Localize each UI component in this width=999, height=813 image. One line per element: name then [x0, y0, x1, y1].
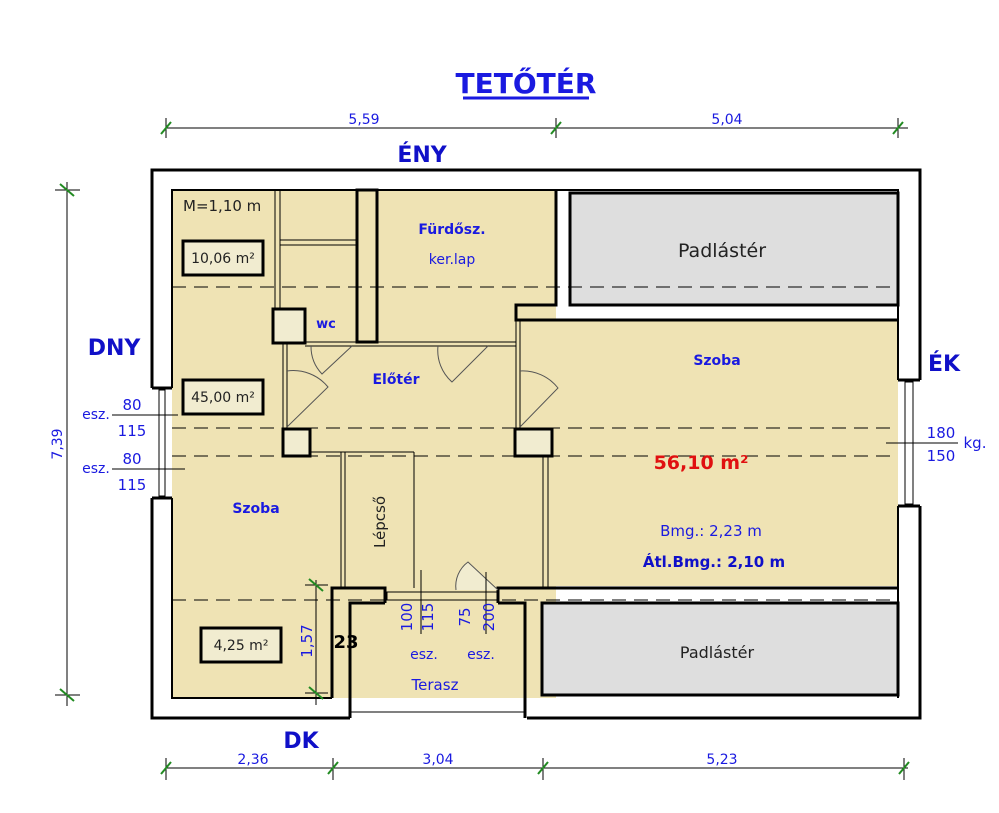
dimension-ticks — [59, 121, 910, 775]
terrace-door-height: 200 — [480, 603, 498, 632]
slope-lines — [172, 286, 898, 601]
dim-left: 7,39 — [50, 428, 66, 459]
terrace-door-label: esz. — [467, 647, 495, 663]
door-terrace — [455, 561, 499, 591]
column-hall-left — [281, 427, 312, 458]
area-boxes — [181, 239, 283, 664]
room-right: Szoba — [693, 353, 740, 369]
wall-left-bottom — [150, 498, 350, 720]
interior-walls — [271, 188, 898, 718]
window-west-1-label: esz. — [82, 407, 110, 423]
page-title: TETŐTÉR — [456, 66, 597, 100]
dim-bottom-3: 5,23 — [706, 752, 737, 768]
ceiling-height: Bmg.: 2,23 m — [660, 522, 762, 540]
column-wc — [271, 307, 307, 345]
orientation-south-west: DNY — [88, 336, 142, 361]
doors — [286, 345, 559, 591]
wall-top — [150, 168, 922, 388]
room-terrace: Terasz — [411, 676, 459, 694]
door-bath — [437, 345, 489, 383]
column-hall-right — [513, 427, 554, 458]
wall-right-bottom — [527, 506, 922, 720]
door-right-room — [519, 370, 559, 428]
window-east-label: kg. — [964, 434, 987, 452]
total-area: 56,10 m² — [654, 452, 749, 474]
room-stairs: Lépcső — [371, 496, 389, 548]
window-west — [158, 389, 166, 497]
window-west-2-height: 115 — [118, 476, 147, 494]
inner-wall-left — [171, 498, 332, 699]
window-east-width: 180 — [927, 424, 956, 442]
room-hall: Előtér — [372, 372, 419, 388]
room-bathroom: Fürdősz. — [418, 222, 485, 238]
dim-bottom-2: 3,04 — [422, 752, 453, 768]
orientation-north-west: ÉNY — [397, 142, 447, 168]
room-attic-top: Padlástér — [678, 240, 766, 262]
inner-wall-top — [171, 189, 899, 388]
window-west-1-width: 80 — [122, 396, 141, 414]
area-label-3: 4,25 m² — [214, 638, 269, 654]
avg-ceiling-height: Átl.Bmg.: 2,10 m — [643, 552, 785, 571]
dim-bottom-1: 2,36 — [237, 752, 268, 768]
orientation-north-east: ÉK — [928, 351, 961, 377]
dim-top-1: 5,59 — [348, 112, 379, 128]
room-bathroom-floor: ker.lap — [429, 252, 476, 268]
window-west-2-label: esz. — [82, 461, 110, 477]
outer-walls — [150, 168, 922, 720]
door-wc — [310, 345, 353, 375]
window-east-height: 150 — [927, 447, 956, 465]
east-room-fill — [520, 320, 898, 586]
room-attic-bottom: Padlástér — [680, 643, 755, 662]
orientation-south-east: DK — [283, 729, 319, 754]
room-wc: wc — [316, 317, 336, 332]
dim-top-2: 5,04 — [711, 112, 742, 128]
attic-top — [568, 191, 900, 307]
area-label-1: 10,06 m² — [191, 251, 255, 267]
chimney — [355, 188, 379, 344]
terrace-door-width: 75 — [456, 607, 474, 626]
room-left: Szoba — [232, 501, 279, 517]
window-west-2-width: 80 — [122, 450, 141, 468]
terrace-window-label: esz. — [410, 647, 438, 663]
area-label-2: 45,00 m² — [191, 390, 255, 406]
dim-stair-height: 1,57 — [298, 624, 316, 657]
step-count: 23 — [333, 632, 358, 653]
window-west-1-height: 115 — [118, 422, 147, 440]
height-mark: M=1,10 m — [183, 197, 261, 215]
terrace-window-height: 115 — [419, 603, 437, 632]
terrace-window-width: 100 — [398, 603, 416, 632]
door-left-room — [286, 370, 329, 428]
